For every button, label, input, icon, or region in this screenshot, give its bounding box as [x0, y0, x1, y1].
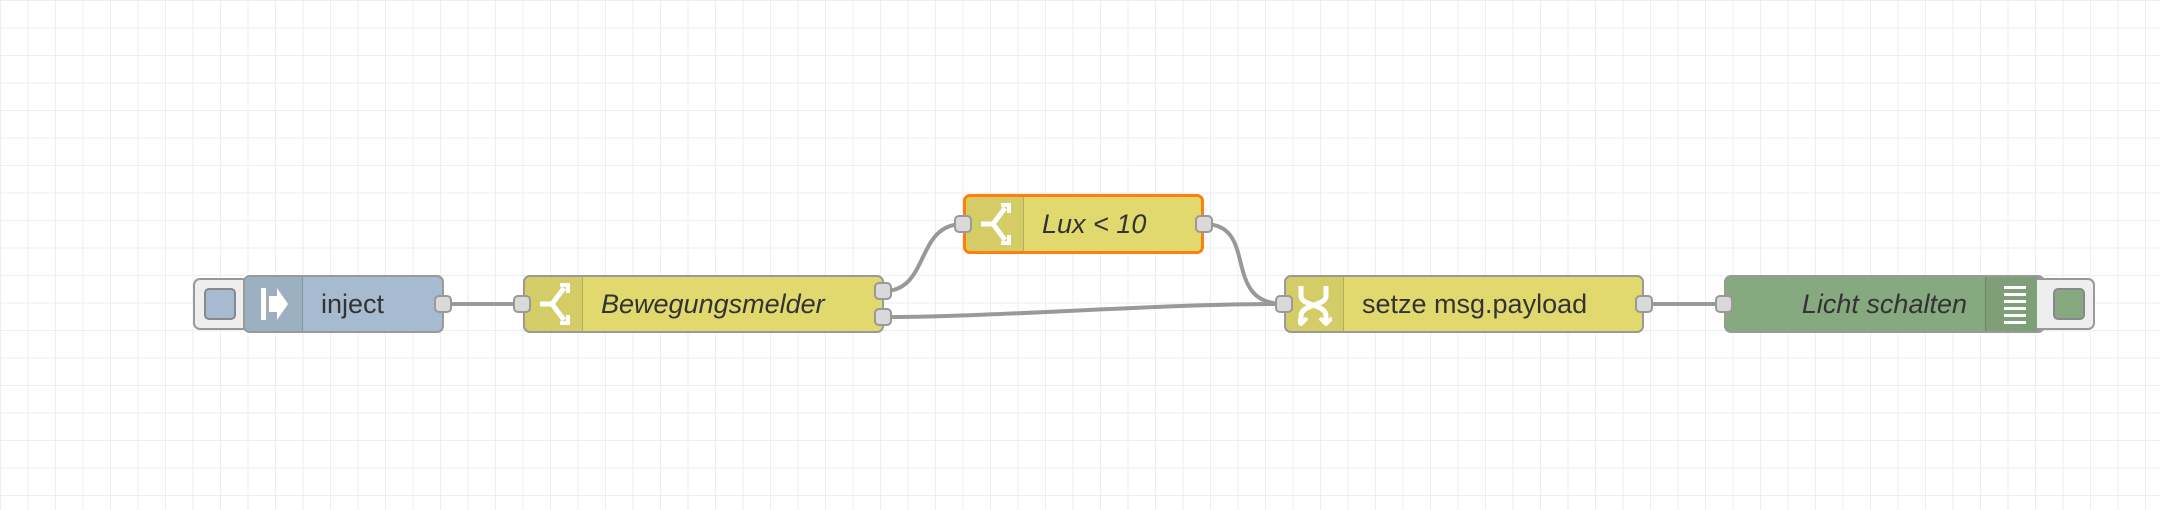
change-shuffle-icon	[1297, 286, 1332, 326]
input-port-bewegungsmelder[interactable]	[513, 295, 531, 313]
node-inject[interactable]: inject	[243, 275, 444, 333]
node-label-bewegungsmelder: Bewegungsmelder	[601, 288, 825, 319]
switch-icon	[539, 283, 570, 325]
node-label-inject: inject	[321, 288, 385, 319]
node-lux[interactable]: Lux < 10	[963, 194, 1204, 254]
licht-toggle-button[interactable]	[2053, 288, 2085, 320]
switch-icon	[980, 203, 1011, 245]
node-label-licht-schalten: Licht schalten	[1801, 288, 1967, 319]
node-setze-payload[interactable]: setze msg.payload	[1284, 275, 1644, 333]
output-port-inject[interactable]	[434, 295, 452, 313]
input-port-licht-schalten[interactable]	[1715, 295, 1733, 313]
list-icon	[2003, 286, 2026, 324]
node-licht-schalten[interactable]: Licht schalten	[1724, 275, 2045, 333]
output-port-setze-payload[interactable]	[1635, 295, 1653, 313]
node-label-setze-payload: setze msg.payload	[1362, 288, 1588, 319]
input-port-lux[interactable]	[954, 215, 972, 233]
licht-button-tab[interactable]	[2037, 278, 2095, 330]
output-port-lux[interactable]	[1195, 215, 1213, 233]
inject-trigger-button[interactable]	[204, 288, 236, 320]
wire-lux-setze[interactable]	[1203, 222, 1285, 306]
node-bewegungsmelder[interactable]: Bewegungsmelder	[523, 275, 884, 333]
wire-bewegung-lux[interactable]	[883, 222, 964, 293]
inject-arrow-icon	[260, 288, 288, 320]
node-label-lux: Lux < 10	[1042, 208, 1147, 239]
wire-bewegung-setze[interactable]	[883, 302, 1285, 319]
output-port-2-bewegungsmelder[interactable]	[874, 308, 892, 326]
input-port-setze-payload[interactable]	[1275, 295, 1293, 313]
output-port-1-bewegungsmelder[interactable]	[874, 282, 892, 300]
